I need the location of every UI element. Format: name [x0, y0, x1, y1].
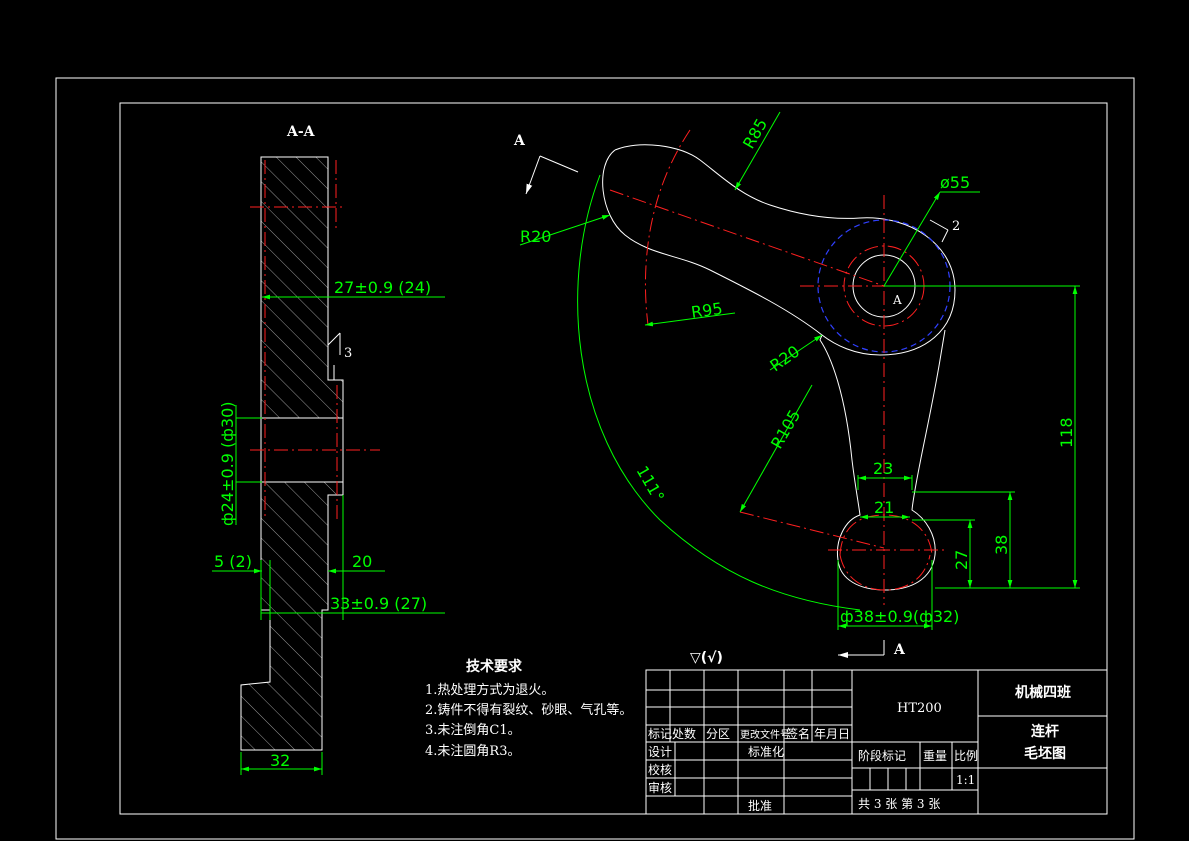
tb-scale-label: 比例: [954, 749, 978, 763]
tb-company: 机械四班: [1015, 684, 1071, 701]
dim-r20-b: R20: [766, 342, 803, 376]
tb-design: 设计: [648, 745, 672, 759]
dim-33: 33±0.9 (27): [330, 594, 427, 613]
tb-standard: 标准化: [748, 745, 784, 759]
dim-r95: R95: [690, 299, 724, 322]
section-view: A-A 27±0.9 (24) 3 ф24±0.9 (ф30) 5 (2) 20: [212, 124, 445, 775]
dim-d38: ф38±0.9(ф32): [840, 607, 959, 626]
linkage-outline: [614, 144, 956, 591]
tb-material: HT200: [897, 701, 942, 716]
mark-3: 3: [344, 346, 352, 361]
tb-check: 校核: [648, 762, 672, 777]
tech-title: 技术要求: [466, 658, 523, 675]
surface-roughness-symbol: ▽(√): [690, 650, 723, 666]
dim-38-vertical: 38: [992, 535, 1011, 555]
dim-27: 27±0.9 (24): [334, 278, 431, 297]
tb-stage-mark: 阶段标记: [858, 748, 906, 763]
outer-border: [55, 77, 1135, 840]
tb-drawing-name: 毛坯图: [1024, 745, 1066, 762]
tb-approve: 批准: [748, 798, 772, 813]
dim-32: 32: [270, 751, 290, 770]
angle-111: 111°: [633, 463, 669, 506]
tb-header-change-file: 更改文件号: [740, 728, 790, 741]
dim-5: 5 (2): [214, 552, 252, 571]
dim-23: 23: [873, 459, 893, 478]
tech-line-4: 4.未注圆角R3。: [425, 744, 520, 759]
tb-header-sign: 签名: [786, 726, 810, 741]
tb-review: 审核: [648, 780, 672, 795]
tech-line-1: 1.热处理方式为退火。: [425, 682, 554, 698]
section-title: A-A: [286, 124, 316, 140]
tech-requirements: 技术要求 1.热处理方式为退火。 2.铸件不得有裂纹、砂眼、气孔等。 3.未注倒…: [425, 658, 632, 759]
dim-118: 118: [1057, 417, 1076, 448]
dim-27-vertical: 27: [952, 550, 971, 570]
tb-header-zone: 分区: [706, 727, 730, 741]
inner-border: [119, 102, 1108, 815]
main-view: A A 111° R85 ø55 2: [513, 111, 1080, 658]
tb-scale-value: 1:1: [956, 773, 975, 787]
section-mark-top: A: [513, 133, 526, 149]
tb-weight: 重量: [923, 749, 947, 763]
section-mark-bottom: A: [893, 642, 906, 658]
dim-r20-a: R20: [520, 227, 551, 246]
dim-24: ф24±0.9 (ф30): [218, 402, 237, 527]
mark-2: 2: [952, 219, 960, 234]
dim-d55: ø55: [940, 173, 970, 192]
title-block: 标记 处数 分区 更改文件号 签名 年月日 设计 校核 审核 标准化 批准 HT…: [645, 669, 1108, 815]
dim-r85: R85: [739, 115, 771, 152]
tech-line-2: 2.铸件不得有裂纹、砂眼、气孔等。: [425, 702, 632, 718]
tb-header-count: 处数: [672, 726, 696, 741]
center-mark-a: A: [892, 293, 902, 307]
dim-r105: R105: [767, 406, 804, 452]
dim-20: 20: [352, 552, 372, 571]
tech-line-3: 3.未注倒角C1。: [425, 723, 521, 738]
tb-sheets: 共 3 张 第 3 张: [858, 797, 940, 811]
tb-header-date: 年月日: [814, 727, 850, 741]
dim-21: 21: [874, 498, 894, 517]
tb-part-name: 连杆: [1031, 723, 1059, 740]
tb-header-mark: 标记: [648, 727, 672, 741]
